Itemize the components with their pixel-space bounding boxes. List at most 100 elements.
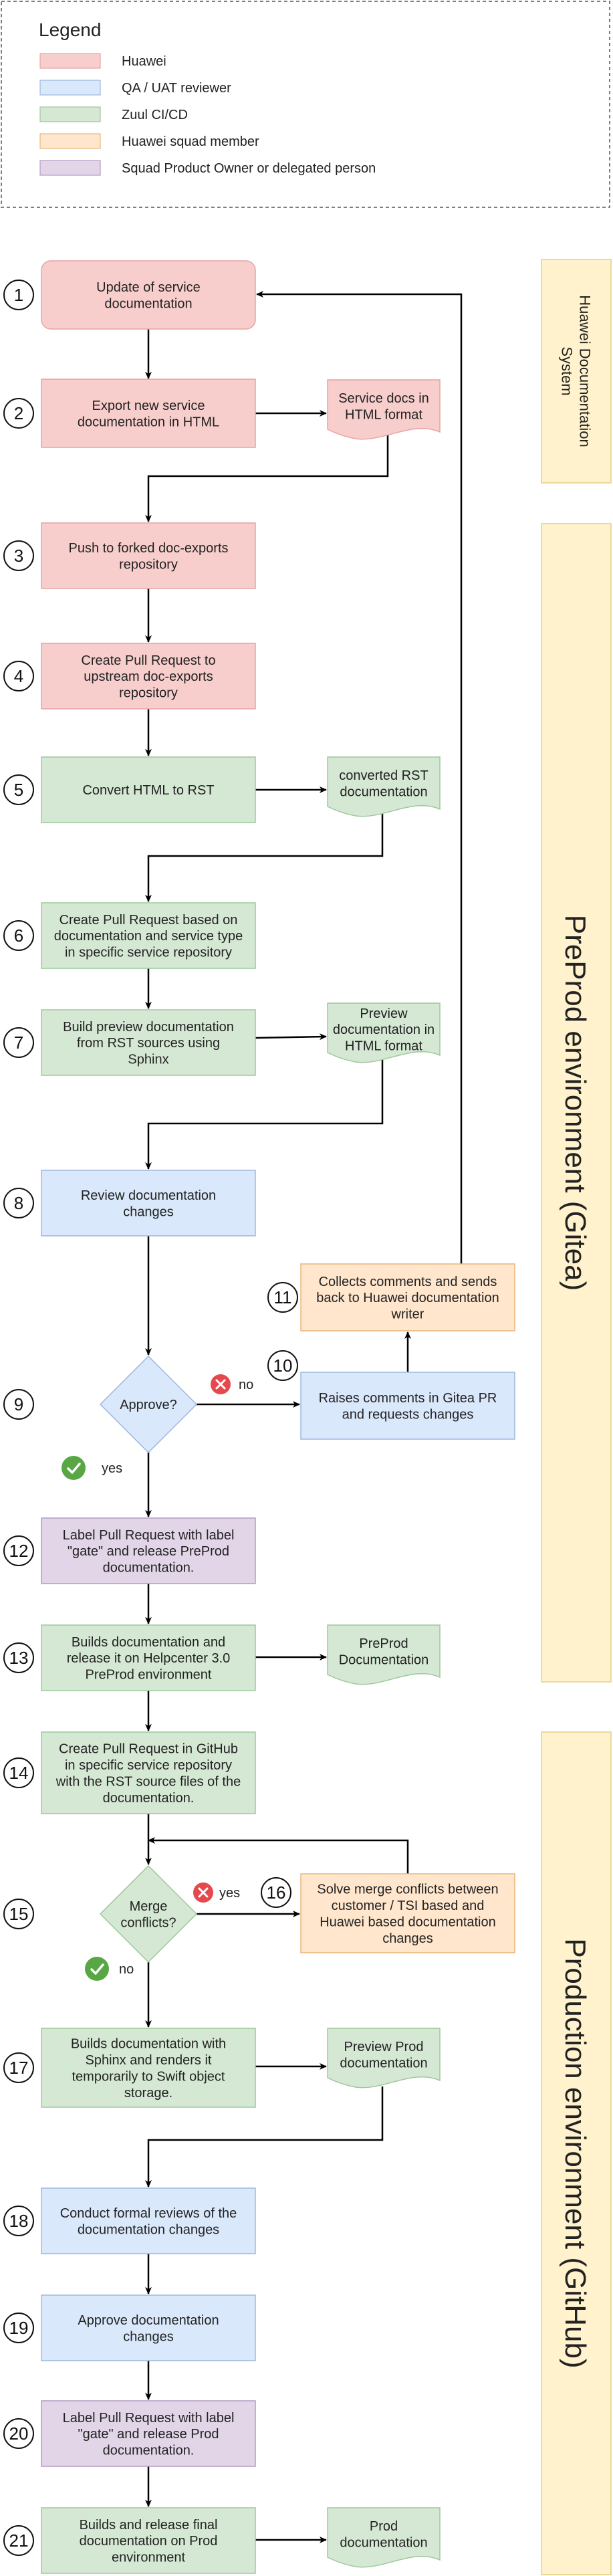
swimlane-label-text: System <box>559 346 576 395</box>
document-shape <box>327 756 441 817</box>
step-box <box>41 643 256 710</box>
step-label: Builds documentation and <box>72 1635 225 1650</box>
step-label: Solve merge conflicts between <box>317 1883 498 1897</box>
step-label: Push to forked doc-exports <box>68 541 228 556</box>
step-label: in specific service repository <box>65 946 232 960</box>
document-label: PreProd <box>359 1636 408 1651</box>
step-label: in specific service repository <box>65 1758 232 1773</box>
check-glyph <box>90 1963 104 1975</box>
step-box <box>300 1873 515 1953</box>
document-label: HTML format <box>345 1039 422 1054</box>
document-label: documentation <box>340 2535 427 2550</box>
step-number: 17 <box>9 2058 29 2078</box>
step-label: Build preview documentation <box>63 1020 234 1035</box>
legend-item-label: Zuul CI/CD <box>122 108 188 122</box>
step-number-badge <box>267 1350 298 1381</box>
step-6: Create Pull Request based ondocumentatio… <box>3 902 256 969</box>
step-number-badge <box>3 1642 34 1673</box>
step-number: 19 <box>9 2318 29 2338</box>
step-label: Label Pull Request with label <box>63 2411 235 2426</box>
step-number-badge <box>3 2525 34 2556</box>
step-number: 18 <box>9 2211 29 2231</box>
step-label: Label Pull Request with label <box>63 1528 235 1543</box>
document-shape <box>327 1624 441 1685</box>
step-box <box>41 1624 256 1691</box>
check-circle <box>62 1456 86 1480</box>
step-label: Approve? <box>120 1398 177 1412</box>
step-number: 14 <box>9 1763 29 1783</box>
step-label: Convert HTML to RST <box>82 783 214 798</box>
connector-arrow <box>256 291 463 1264</box>
document-label: Preview Prod <box>344 2040 424 2054</box>
step-label: "gate" and release Prod <box>78 2427 219 2442</box>
step-number: 7 <box>14 1033 23 1053</box>
legend-title: Legend <box>39 19 101 40</box>
step-label: changes <box>382 1931 433 1946</box>
step-label: documentation on Prod <box>80 2534 218 2549</box>
swimlane: PreProd environment (Gitea) <box>541 523 612 1683</box>
decision-diamond <box>99 1864 198 1963</box>
legend-swatch <box>39 80 101 96</box>
connector-arrow <box>145 2086 384 2187</box>
step-box <box>41 1170 256 1237</box>
step-number: 20 <box>9 2424 29 2444</box>
document-shape <box>327 2507 441 2568</box>
step-number-badge <box>267 1282 298 1313</box>
step-label: PreProd environment <box>86 1668 212 1683</box>
document-label: documentation <box>340 2056 427 2070</box>
step-label: Review documentation <box>81 1188 216 1203</box>
step-label: changes <box>123 1204 174 1219</box>
step-label: Create Pull Request to <box>81 653 215 668</box>
step-number-badge <box>3 1027 34 1058</box>
connector-arrow <box>145 811 384 902</box>
step-label: documentation. <box>103 2444 195 2458</box>
step-label: Sphinx and renders it <box>85 2053 211 2068</box>
step-label: Create Pull Request in GitHub <box>59 1742 238 1757</box>
step-label: repository <box>119 557 178 572</box>
step-label: Sphinx <box>128 1053 168 1067</box>
step-number-badge <box>3 920 34 951</box>
step-label: Collects comments and sends <box>319 1275 497 1289</box>
swimlane-label: Production environment (GitHub) <box>559 1938 592 2368</box>
step-number: 9 <box>14 1394 23 1414</box>
step-number-badge <box>3 1757 34 1788</box>
legend-item-label: Squad Product Owner or delegated person <box>122 161 376 176</box>
legend-swatch <box>39 106 101 122</box>
document-shape <box>327 2028 441 2088</box>
legend-frame <box>1 1 610 208</box>
step-number-badge <box>3 280 34 310</box>
swimlane-box <box>541 1731 612 2575</box>
step-box <box>41 260 256 330</box>
step-label: environment <box>112 2551 186 2565</box>
x-circle-icon <box>193 1883 213 1903</box>
step-number: 6 <box>14 926 23 946</box>
step-label: Update of service <box>96 280 201 295</box>
step-label: Builds and release final <box>80 2518 218 2533</box>
step-box <box>41 2294 256 2361</box>
step-label: documentation. <box>103 1791 195 1806</box>
connector-arrow <box>148 1837 409 1874</box>
step-number-badge <box>3 1188 34 1218</box>
legend-swatch <box>39 53 101 69</box>
step-label: documentation and service type <box>54 929 243 944</box>
document-shape <box>327 379 441 440</box>
step-box <box>41 902 256 969</box>
step-label: upstream doc-exports <box>84 669 213 684</box>
step-label: writer <box>391 1307 424 1322</box>
step-box <box>41 2187 256 2254</box>
step-number: 1 <box>14 285 23 305</box>
document-label: documentation <box>340 784 427 799</box>
decision-diamond <box>99 1355 198 1454</box>
